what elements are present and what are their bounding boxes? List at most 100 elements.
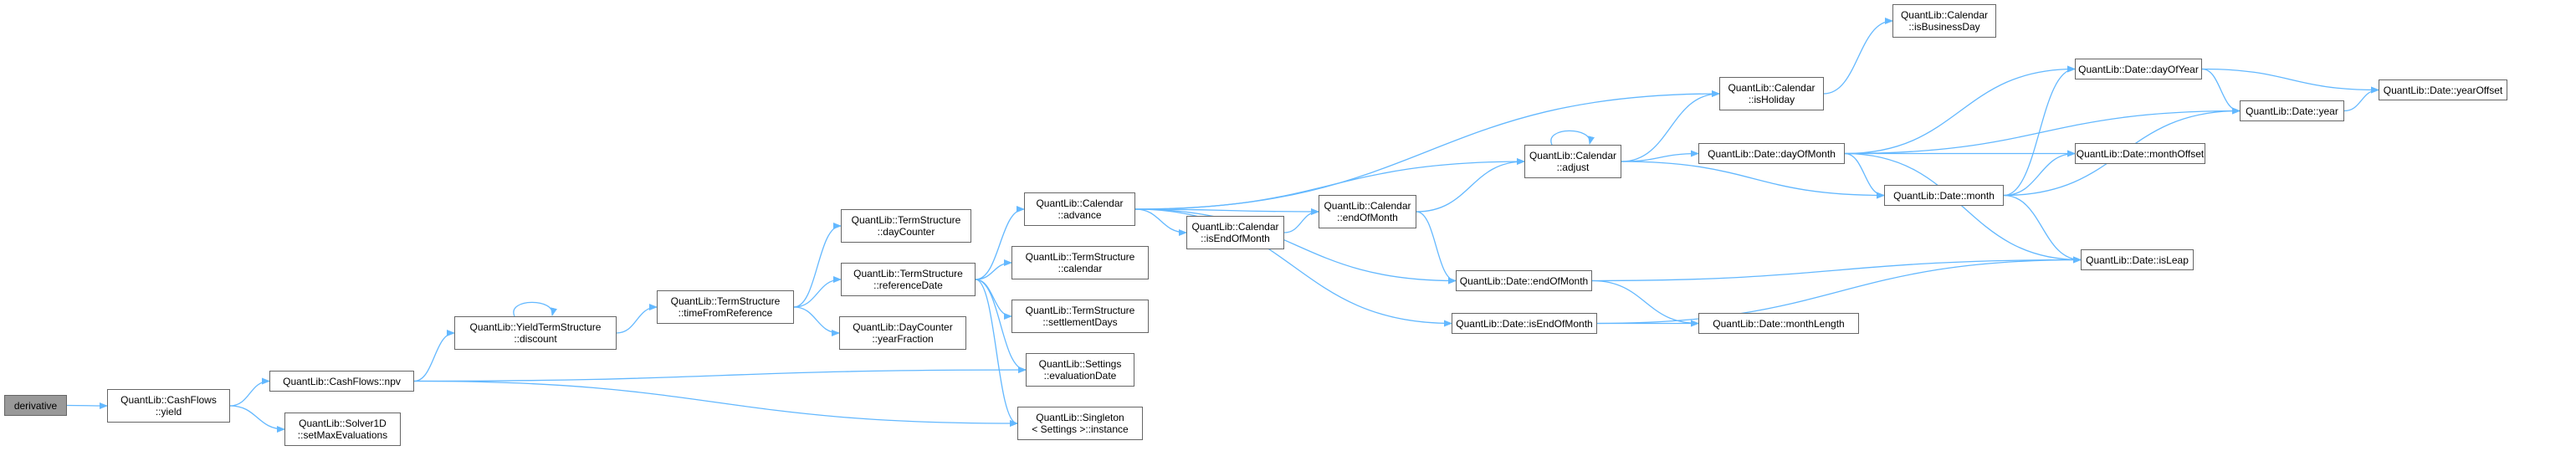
edge-date-dayofyear-to-date-year [2201, 68, 2241, 115]
node-date-endofmonth[interactable]: QuantLib::Date::endOfMonth [1456, 270, 1592, 291]
node-label: QuantLib::Date::dayOfYear [2078, 63, 2199, 75]
node-cal-isholiday[interactable]: QuantLib::Calendar::isHoliday [1719, 77, 1824, 110]
node-label: QuantLib::Calendar [1036, 197, 1124, 209]
node-label: ::dayCounter [877, 226, 935, 238]
node-label: QuantLib::CashFlows::npv [283, 375, 401, 387]
node-label: QuantLib::Calendar [1324, 200, 1411, 212]
edge-date-endofmonth-to-date-monthlength [1591, 279, 1699, 327]
node-label: ::endOfMonth [1337, 212, 1398, 223]
node-yts-discount[interactable]: QuantLib::YieldTermStructure::discount [454, 316, 617, 350]
edge-date-month-to-date-dayofyear [2003, 65, 2076, 197]
edge-date-isendofmonth-to-date-isleap [1596, 256, 2082, 325]
node-singleton-instance[interactable]: QuantLib::Singleton< Settings >::instanc… [1017, 407, 1143, 440]
node-date-month[interactable]: QuantLib::Date::month [1884, 185, 2004, 206]
node-settings-evaldate[interactable]: QuantLib::Settings::evaluationDate [1026, 353, 1134, 387]
edge-derivative-to-cf-yield [66, 402, 108, 409]
edge-cf-npv-to-settings-evaldate [413, 366, 1027, 382]
node-label: ::evaluationDate [1043, 370, 1117, 382]
node-date-dayofmonth[interactable]: QuantLib::Date::dayOfMonth [1698, 143, 1845, 164]
edge-cal-isholiday-to-cal-isbusinessday [1823, 18, 1893, 95]
node-label: ::advance [1058, 209, 1102, 221]
node-label: ::isBusinessDay [1908, 21, 1980, 33]
node-label: QuantLib::Date::dayOfMonth [1708, 147, 1836, 160]
edge-cal-adjust-to-cal-adjust [1550, 130, 1595, 146]
node-label: QuantLib::TermStructure [851, 214, 961, 226]
node-cal-advance[interactable]: QuantLib::Calendar::advance [1024, 192, 1135, 226]
node-label: QuantLib::Date::month [1893, 189, 1995, 202]
node-date-year[interactable]: QuantLib::Date::year [2240, 100, 2344, 121]
node-label: QuantLib::Date::isEndOfMonth [1456, 317, 1593, 330]
node-date-isendofmonth[interactable]: QuantLib::Date::isEndOfMonth [1452, 313, 1597, 334]
node-dc-yearfraction[interactable]: QuantLib::DayCounter::yearFraction [839, 316, 966, 350]
node-solver-setmax[interactable]: QuantLib::Solver1D::setMaxEvaluations [284, 413, 401, 446]
edge-ts-refdate-to-ts-settlementdays [975, 279, 1012, 320]
edge-date-dayofyear-to-date-yearoffset [2201, 68, 2379, 94]
edge-cf-npv-to-yts-discount [413, 330, 455, 382]
node-label: QuantLib::TermStructure [853, 268, 963, 279]
node-date-isleap[interactable]: QuantLib::Date::isLeap [2081, 249, 2194, 270]
node-label: QuantLib::Calendar [1191, 221, 1279, 233]
node-label: ::isHoliday [1748, 94, 1795, 105]
edge-date-dayofmonth-to-date-month [1844, 152, 1885, 199]
edge-cal-advance-to-cal-isendofmonth [1134, 208, 1187, 236]
node-label: QuantLib::TermStructure [670, 295, 781, 307]
node-label: QuantLib::Settings [1038, 358, 1122, 370]
node-cal-adjust[interactable]: QuantLib::Calendar::adjust [1524, 145, 1621, 178]
node-ts-refdate[interactable]: QuantLib::TermStructure::referenceDate [841, 263, 976, 296]
node-date-monthoffset[interactable]: QuantLib::Date::monthOffset [2075, 143, 2205, 164]
node-label: ::yield [155, 406, 182, 418]
edge-cal-advance-to-date-isendofmonth [1134, 208, 1452, 327]
node-label: ::yearFraction [872, 333, 934, 345]
node-label: QuantLib::CashFlows [120, 394, 217, 406]
node-date-dayofyear[interactable]: QuantLib::Date::dayOfYear [2075, 59, 2202, 79]
edge-yts-discount-to-yts-discount [513, 301, 557, 317]
node-label: derivative [13, 399, 58, 412]
node-cal-isbusinessday[interactable]: QuantLib::Calendar::isBusinessDay [1892, 4, 1996, 38]
edge-date-dayofmonth-to-date-year [1844, 107, 2241, 155]
node-label: QuantLib::DayCounter [853, 321, 953, 333]
node-ts-daycounter[interactable]: QuantLib::TermStructure::dayCounter [841, 209, 971, 243]
node-label: < Settings >::instance [1032, 423, 1129, 435]
node-label: QuantLib::Singleton [1036, 412, 1124, 423]
node-cal-isendofmonth[interactable]: QuantLib::Calendar::isEndOfMonth [1186, 216, 1284, 249]
node-label: QuantLib::Date::endOfMonth [1459, 274, 1589, 287]
node-label: ::isEndOfMonth [1201, 233, 1270, 244]
node-label: QuantLib::TermStructure [1025, 251, 1135, 263]
node-cf-npv[interactable]: QuantLib::CashFlows::npv [269, 371, 414, 392]
node-label: QuantLib::Date::monthLength [1713, 317, 1845, 330]
edge-ts-refdate-to-singleton-instance [975, 279, 1018, 427]
edge-cal-advance-to-cal-isholiday [1134, 90, 1720, 210]
node-label: QuantLib::Calendar [1900, 9, 1989, 21]
node-date-monthlength[interactable]: QuantLib::Date::monthLength [1698, 313, 1859, 334]
edge-cal-advance-to-date-endofmonth [1134, 208, 1457, 284]
edge-date-dayofmonth-to-date-dayofyear [1844, 65, 2076, 155]
edge-ts-timefromref-to-dc-yearfraction [793, 306, 840, 336]
node-date-yearoffset[interactable]: QuantLib::Date::yearOffset [2379, 79, 2507, 100]
edge-cf-npv-to-singleton-instance [413, 380, 1018, 427]
node-label: QuantLib::Date::year [2246, 105, 2338, 117]
edge-date-year-to-date-yearoffset [2343, 86, 2379, 112]
node-cf-yield[interactable]: QuantLib::CashFlows::yield [107, 389, 230, 423]
node-label: ::referenceDate [873, 279, 943, 291]
edge-ts-refdate-to-ts-calendar [975, 259, 1012, 280]
edge-date-month-to-date-isleap [2003, 194, 2082, 264]
node-label: QuantLib::TermStructure [1025, 305, 1135, 316]
edge-ts-timefromref-to-ts-refdate [793, 276, 842, 308]
node-ts-calendar[interactable]: QuantLib::TermStructure::calendar [1011, 246, 1149, 279]
node-label: ::setMaxEvaluations [297, 429, 388, 441]
node-label: ::calendar [1058, 263, 1103, 274]
node-cal-endofmonth[interactable]: QuantLib::Calendar::endOfMonth [1319, 195, 1416, 228]
edge-ts-refdate-to-cal-advance [975, 206, 1025, 280]
node-label: ::discount [514, 333, 557, 345]
node-ts-timefromref[interactable]: QuantLib::TermStructure::timeFromReferen… [657, 290, 794, 324]
edge-cal-isendofmonth-to-cal-endofmonth [1283, 208, 1319, 233]
edge-cal-adjust-to-date-month [1621, 161, 1885, 199]
node-label: ::settlementDays [1042, 316, 1118, 328]
edge-date-month-to-date-monthoffset [2003, 150, 2076, 197]
edge-cal-endofmonth-to-cal-adjust [1416, 158, 1525, 213]
node-label: QuantLib::Calendar [1529, 150, 1617, 161]
node-ts-settlementdays[interactable]: QuantLib::TermStructure::settlementDays [1011, 300, 1149, 333]
node-derivative: derivative [4, 395, 67, 416]
node-label: QuantLib::Date::monthOffset [2076, 147, 2205, 160]
